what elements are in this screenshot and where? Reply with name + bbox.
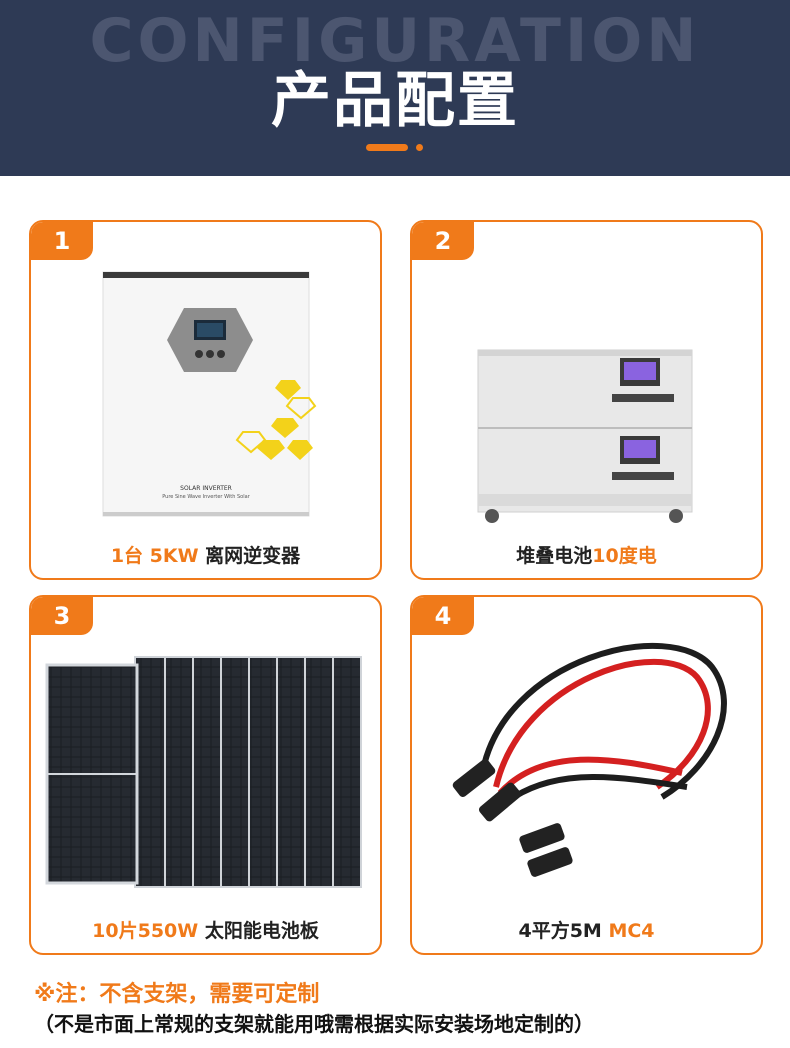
mc4-cable-image <box>452 643 727 877</box>
title-underline-dash <box>366 144 408 151</box>
product-card-mc4-cable: 4 4平方5M MC4 <box>410 595 763 955</box>
header-banner: CONFIGURATION 产品配置 <box>0 0 790 176</box>
caption-highlight: 1台 5KW <box>110 545 199 567</box>
caption-highlight: 10片550W <box>92 920 199 942</box>
card-number: 1 <box>31 222 93 260</box>
inverter-label-1: SOLAR INVERTER <box>180 485 232 492</box>
inverter-label-2: Pure Sine Wave Inverter With Solar <box>162 494 250 500</box>
product-card-battery: 2 堆叠电池10度电 <box>410 220 763 580</box>
solar-panels-image <box>45 656 362 888</box>
page-title: 产品配置 <box>271 66 519 136</box>
card-number: 2 <box>412 222 474 260</box>
product-card-inverter: SOLAR INVERTER Pure Sine Wave Inverter W… <box>29 220 382 580</box>
card-number: 4 <box>412 597 474 635</box>
caption-text: 太阳能电池板 <box>198 920 319 942</box>
caption-highlight: MC4 <box>608 920 655 942</box>
note-detail: （不是市面上常规的支架就能用哦需根据实际安装场地定制的） <box>34 1012 594 1036</box>
card-caption: 10片550W 太阳能电池板 <box>31 916 380 943</box>
caption-text: 堆叠电池 <box>516 545 593 567</box>
card-caption: 堆叠电池10度电 <box>412 541 761 568</box>
note-warning: ※注：不含支架，需要可定制 <box>34 982 320 1007</box>
header-background-word: CONFIGURATION <box>89 6 701 76</box>
battery-image <box>477 349 693 523</box>
product-card-solar-panels: 3 10片550W 太阳能电池板 <box>29 595 382 955</box>
caption-text: 4平方5M <box>518 920 609 942</box>
caption-text: 离网逆变器 <box>198 545 301 567</box>
inverter-image: SOLAR INVERTER Pure Sine Wave Inverter W… <box>102 271 317 517</box>
card-caption: 1台 5KW 离网逆变器 <box>31 541 380 568</box>
card-caption: 4平方5M MC4 <box>412 916 761 943</box>
card-number: 3 <box>31 597 93 635</box>
title-underline-dot <box>416 144 423 151</box>
caption-highlight: 10度电 <box>592 545 657 567</box>
